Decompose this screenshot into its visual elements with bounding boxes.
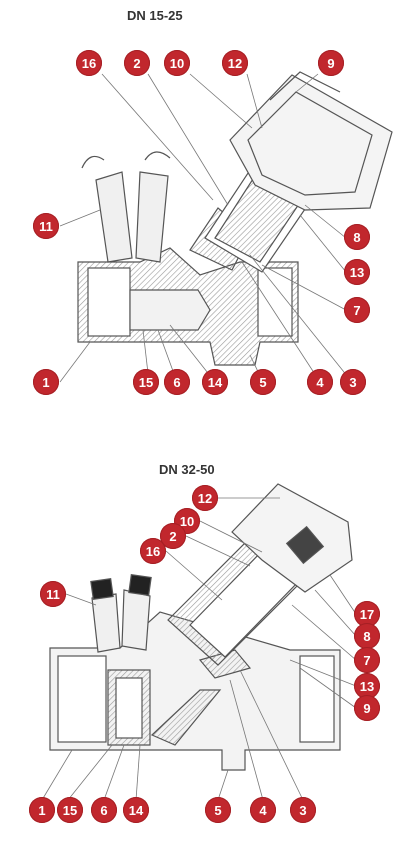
callout-badge: 5 (205, 797, 231, 823)
valve-drawing-bottom (49, 483, 353, 771)
callout-badge: 17 (354, 601, 380, 627)
callout-badge: 2 (124, 50, 150, 76)
callout-badge: 14 (202, 369, 228, 395)
callout-badge: 4 (250, 797, 276, 823)
callout-badge: 8 (354, 623, 380, 649)
callout-badge: 6 (164, 369, 190, 395)
valve-drawing-top (77, 71, 393, 366)
callout-badge: 12 (192, 485, 218, 511)
callout-badge: 10 (164, 50, 190, 76)
leader-lines-top (59, 73, 353, 383)
callout-badge: 12 (222, 50, 248, 76)
callout-badge: 7 (344, 297, 370, 323)
callout-badge: 9 (354, 695, 380, 721)
callout-badge: 11 (33, 213, 59, 239)
leader-lines-bottom (41, 497, 357, 801)
callout-badge: 7 (354, 647, 380, 673)
callout-badge: 3 (340, 369, 366, 395)
callout-badge: 1 (33, 369, 59, 395)
callout-badge: 13 (354, 673, 380, 699)
callout-badge: 5 (250, 369, 276, 395)
callout-badge: 8 (344, 224, 370, 250)
callout-badge: 4 (307, 369, 333, 395)
callout-badge: 3 (290, 797, 316, 823)
callout-badge: 1 (29, 797, 55, 823)
callout-badge: 15 (57, 797, 83, 823)
title-dn-15-25: DN 15-25 (127, 8, 183, 23)
callout-badge: 9 (318, 50, 344, 76)
callout-badge: 11 (40, 581, 66, 607)
callout-badge: 14 (123, 797, 149, 823)
callout-badge: 16 (76, 50, 102, 76)
title-dn-32-50: DN 32-50 (159, 462, 215, 477)
callout-badge: 13 (344, 259, 370, 285)
callout-badge: 6 (91, 797, 117, 823)
callout-badge: 15 (133, 369, 159, 395)
callout-badge: 16 (140, 538, 166, 564)
